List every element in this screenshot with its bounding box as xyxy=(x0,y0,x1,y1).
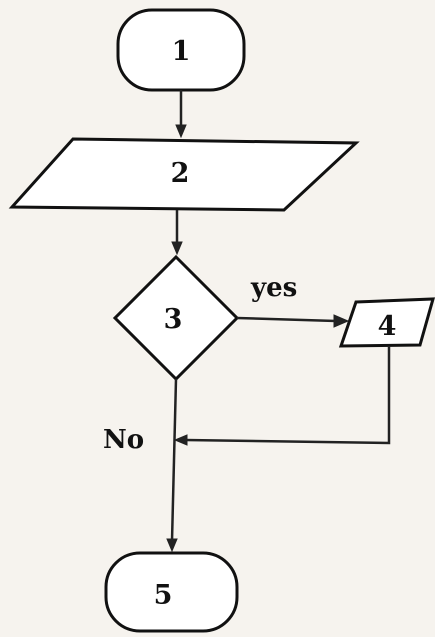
edge-4-return-arrowhead xyxy=(173,434,188,446)
node-2-shape xyxy=(8,137,360,212)
node-3-label: 3 xyxy=(164,304,183,335)
node-5-shape xyxy=(104,551,239,633)
edge-3-to-5-arrowhead xyxy=(166,538,178,553)
node-4-label: 4 xyxy=(378,311,397,342)
node-1-label: 1 xyxy=(172,36,191,67)
edge-3-to-5 xyxy=(170,378,178,542)
edge-1-to-2-arrowhead xyxy=(175,124,187,139)
node-2-label: 2 xyxy=(171,158,190,189)
edge-2-to-3-arrowhead xyxy=(171,241,183,256)
node-5: 5 xyxy=(104,551,239,633)
edge-4-return xyxy=(184,346,391,445)
yes-label: yes xyxy=(250,273,297,303)
node-1: 1 xyxy=(116,8,246,92)
edge-3-to-4 xyxy=(236,316,337,323)
node-2: 2 xyxy=(8,137,360,212)
no-label: No xyxy=(103,425,144,455)
node-4: 4 xyxy=(338,297,435,348)
edge-3-to-4-arrowhead xyxy=(333,314,350,328)
node-3: 3 xyxy=(112,254,240,382)
node-5-label: 5 xyxy=(154,580,173,611)
node-4-shape xyxy=(338,297,435,348)
